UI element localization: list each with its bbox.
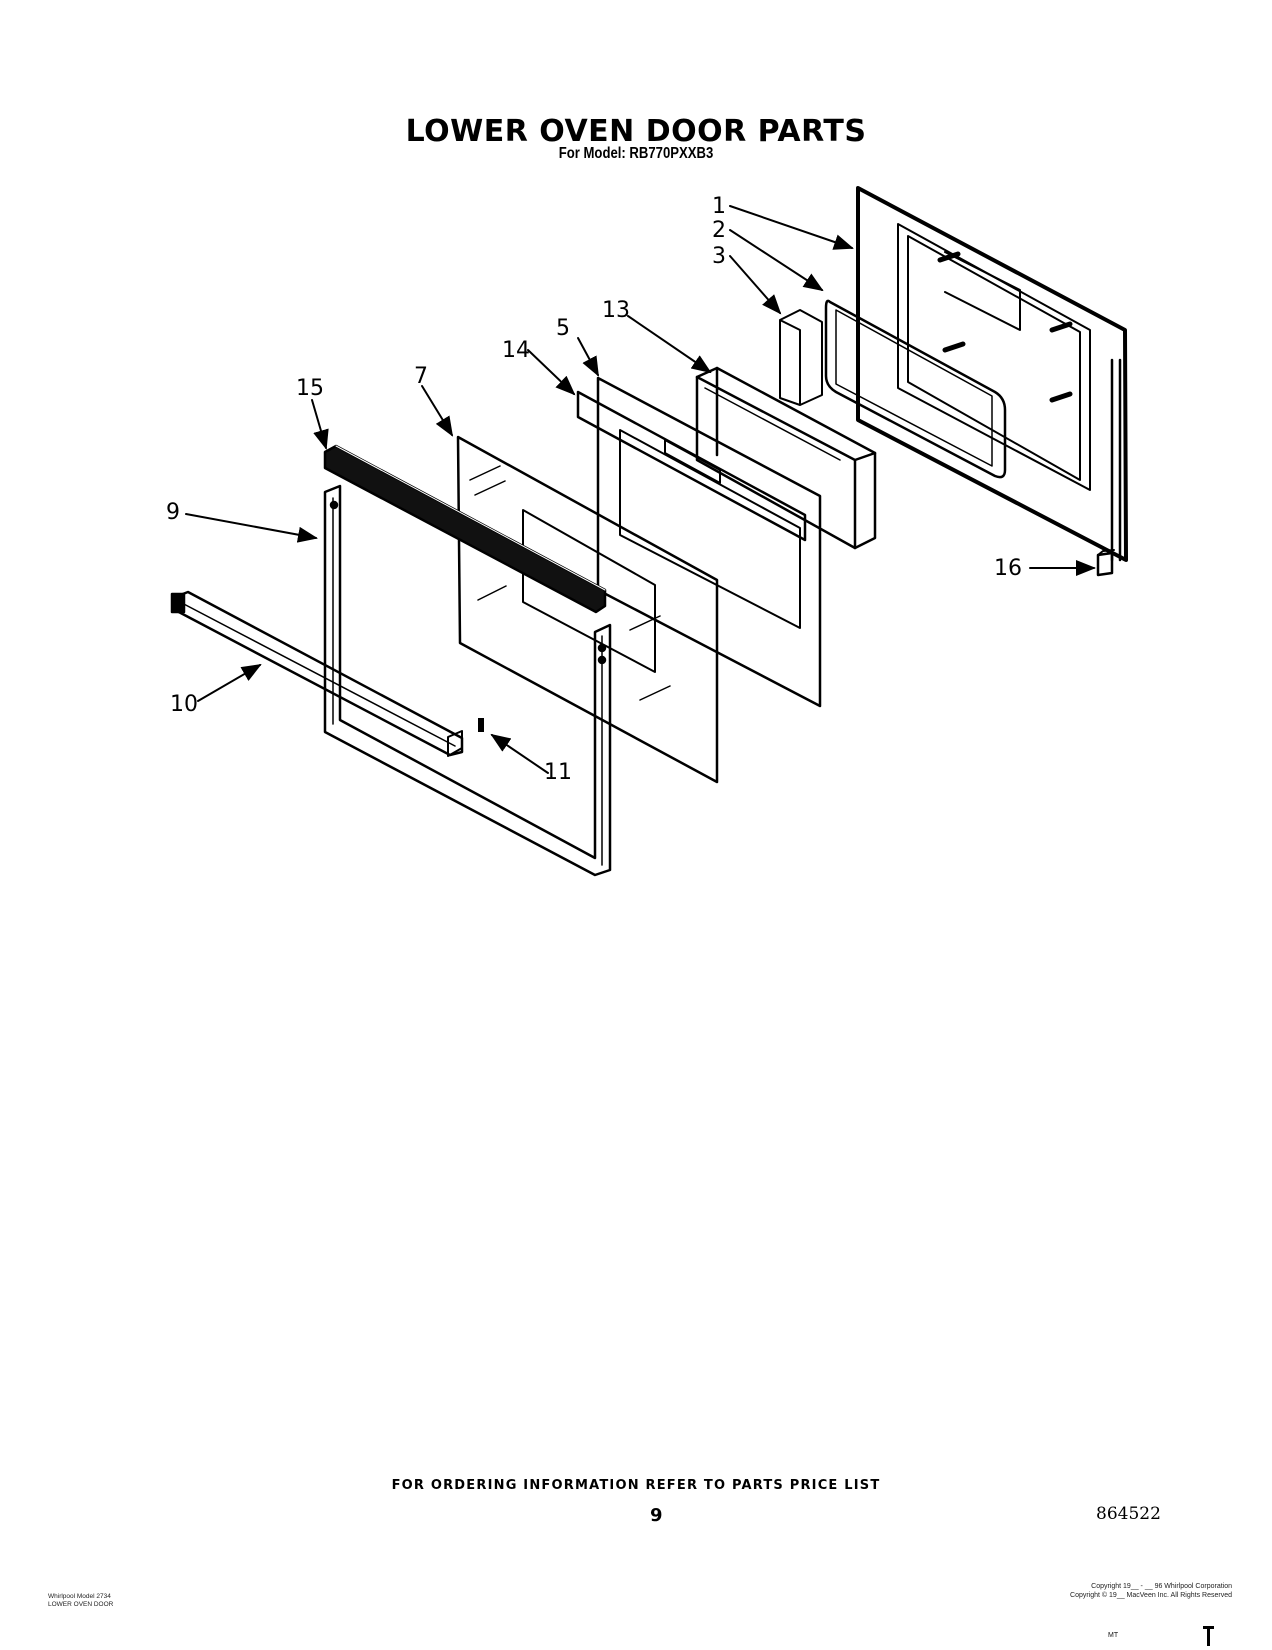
leader-lines [185,205,1096,774]
part-door-glass [456,435,719,784]
copyright-line-1: Copyright 19__ - __ 96 Whirlpool Corpora… [1091,1583,1232,1590]
part-door-gasket [824,299,1007,479]
reference-line-1: Whirlpool Model 2734 [48,1593,111,1600]
part-hinge-cap [1096,549,1115,577]
ordering-note: FOR ORDERING INFORMATION REFER TO PARTS … [391,1478,881,1493]
crop-mark [1203,1626,1214,1646]
callout-9: 9 [166,500,180,525]
copyright-block: Copyright 19__ - __ 96 Whirlpool Corpora… [1070,1582,1232,1600]
part-door-frame [323,484,612,877]
page-title: LOWER OVEN DOOR PARTS [405,114,867,149]
callout-14: 14 [502,338,530,363]
part-bracket [779,309,823,406]
page-number: 9 [650,1505,663,1526]
part-clip [478,718,484,732]
document-number: 864522 [1096,1504,1161,1524]
copyright-line-2: Copyright © 19__ MacVeen Inc. All Rights… [1070,1592,1232,1599]
callout-10: 10 [170,692,198,717]
callout-1: 1 [712,194,726,219]
scan-mark-label: MT [1108,1632,1119,1639]
reference-block: Whirlpool Model 2734 LOWER OVEN DOOR [48,1593,113,1609]
callout-11: 11 [544,760,572,785]
part-trim-strip [576,390,807,542]
part-door-liner [596,376,822,708]
callout-2: 2 [712,218,726,243]
model-subtitle: For Model: RB770PXXB3 [558,145,714,162]
part-top-vent-trim [323,444,607,614]
callout-16: 16 [994,556,1022,581]
callout-5: 5 [556,316,570,341]
callout-15: 15 [296,376,324,401]
callout-3: 3 [712,244,726,269]
part-door-handle [170,590,464,757]
callout-7: 7 [414,364,428,389]
callout-13: 13 [602,298,630,323]
part-outer-door-panel [856,186,1128,562]
reference-line-2: LOWER OVEN DOOR [48,1601,114,1608]
